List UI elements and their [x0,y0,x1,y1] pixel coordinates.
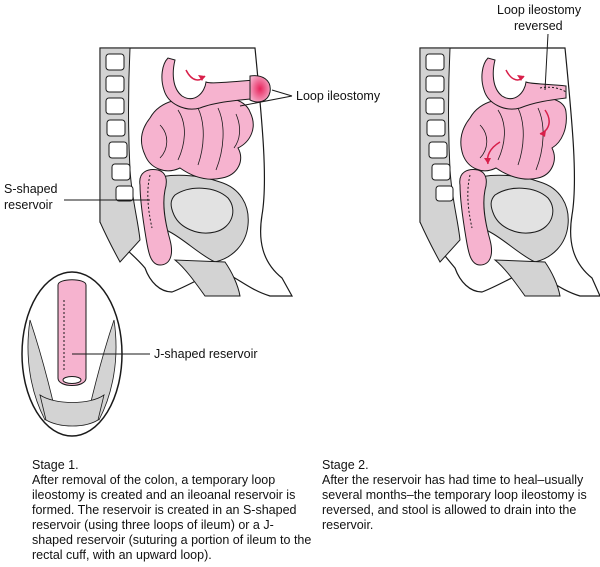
loop-ileostomy-leader-1 [271,89,293,97]
stage1-reservoir-suture [147,174,153,229]
stage1-ileum-arrowhead [198,75,205,81]
stage1-bladder [170,187,234,234]
stage2-small-bowel [460,97,567,180]
stage2-pelvis-illustration [419,47,600,297]
stage2-closed-stoma-suture [539,86,567,93]
stage2-title: Stage 2. [322,458,369,472]
label-j-shaped-reservoir: J-shaped reservoir [154,347,258,361]
stage2-bowel-folds [479,107,544,171]
label-loop-ileostomy: Loop ileostomy [296,89,381,103]
label-s-shaped-line2: reservoir [4,198,53,212]
stage2-reservoir [459,169,493,266]
stage2-ileum-loop [481,57,567,110]
inset-pelvic-floor [39,394,105,427]
label-loop-reversed-line2: reversed [514,19,563,33]
stage2-vertebrae [425,53,454,202]
label-s-shaped-line1: S-shaped [4,182,58,196]
stage2-caption: Stage 2. After the reservoir has had tim… [322,458,594,533]
stage1-caption: Stage 1. After removal of the colon, a t… [32,458,312,563]
stage2-bladder [490,187,554,234]
stage2-flow-arrowheads [484,75,546,164]
stage1-vertebrae [105,53,134,202]
stage2-buttock [493,259,561,297]
label-loop-reversed-line1: Loop ileostomy [497,3,582,17]
stage2-reservoir-suture [467,174,473,229]
inset-tissue-left [27,319,56,421]
stage2-body: After the reservoir has had time to heal… [322,473,587,532]
loop-reversed-leader [544,33,549,91]
stage1-loop-ileostomy-stoma [249,75,271,103]
loop-ileostomy-leader-2 [239,95,293,107]
stage1-small-bowel [140,97,254,180]
stage1-buttock [173,259,241,297]
inset-j-reservoir [57,279,87,386]
stage1-title: Stage 1. [32,458,79,472]
inset-tissue-right [88,319,117,421]
stage1-pelvis-illustration [99,47,294,297]
stage1-s-shaped-reservoir [139,169,173,266]
stage1-body: After removal of the colon, a temporary … [32,473,312,562]
inset-anastomosis [62,376,82,384]
stage1-bowel-folds [159,107,240,171]
